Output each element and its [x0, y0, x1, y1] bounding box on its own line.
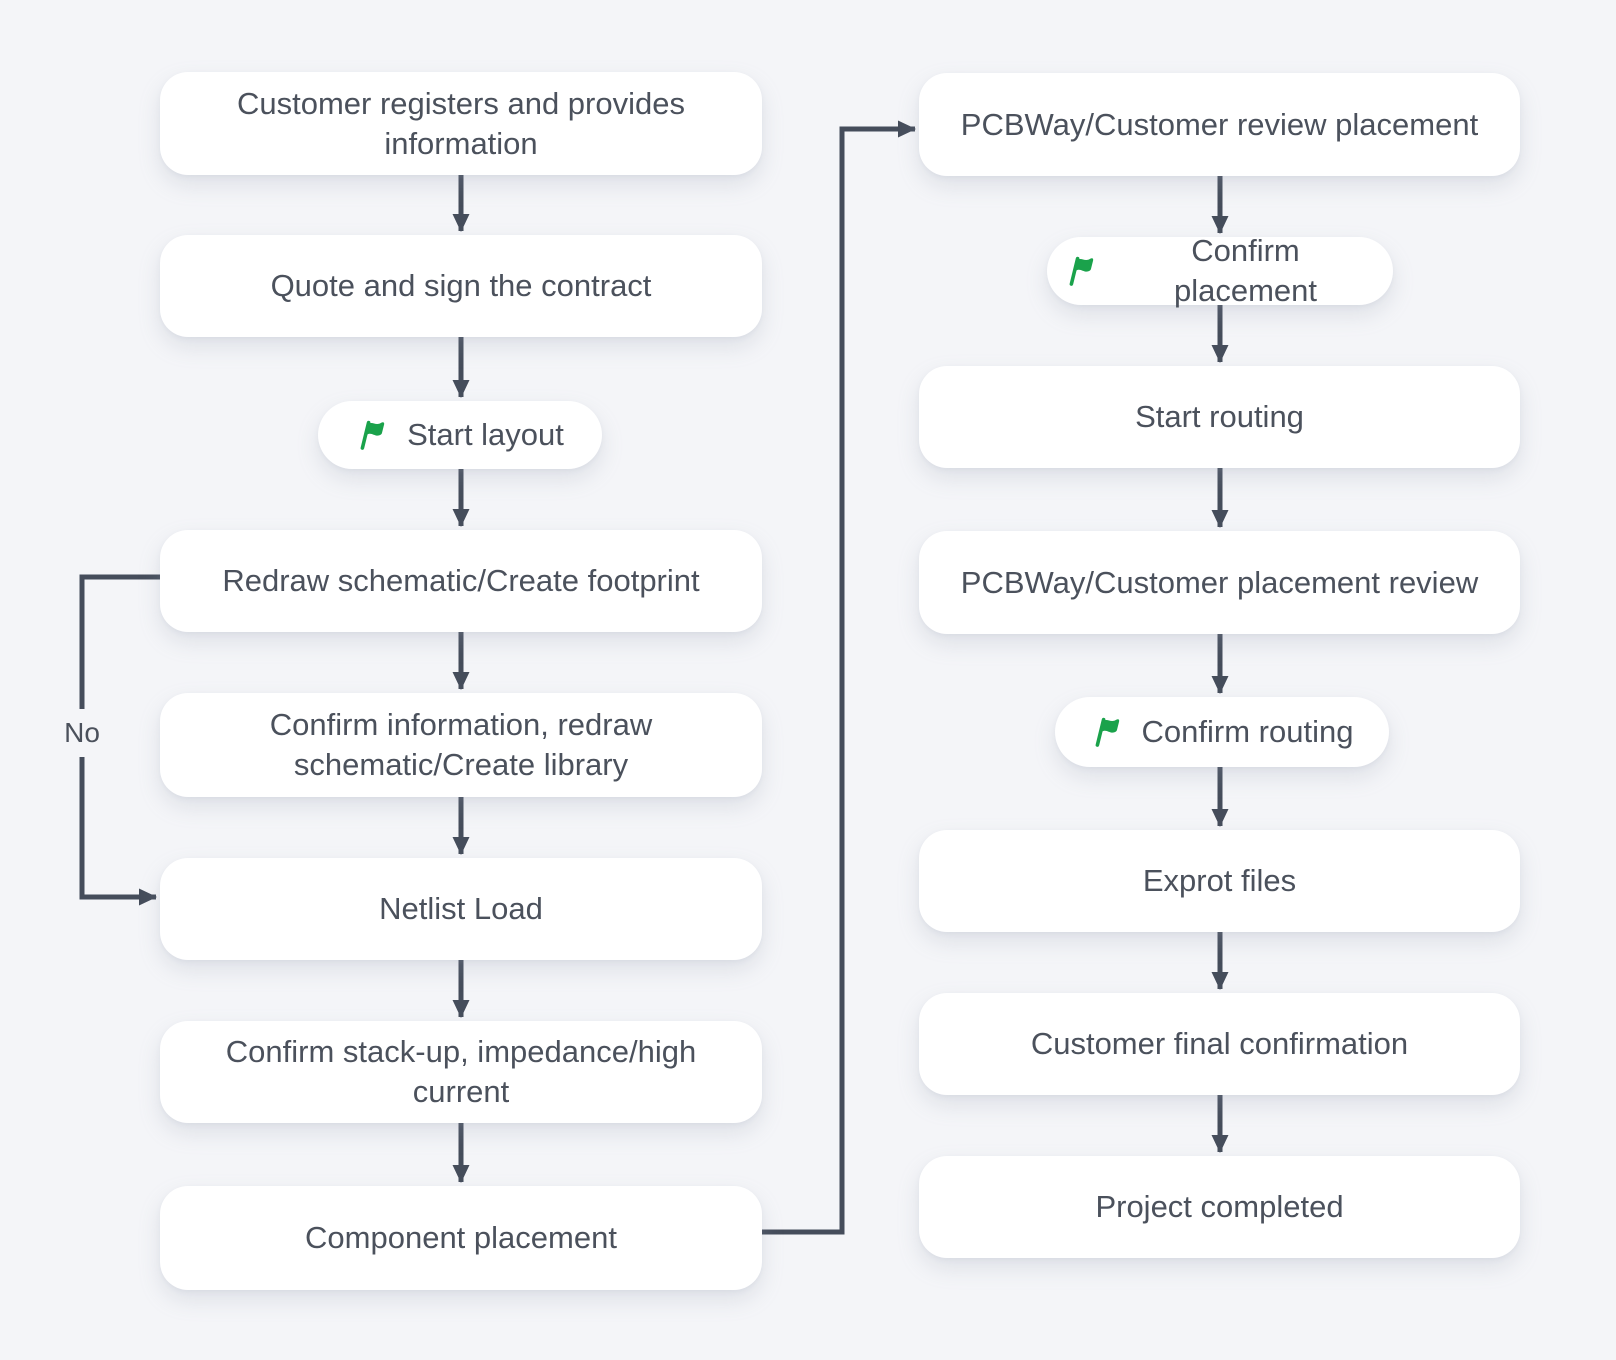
node-customer-final-confirmation: Customer final confirmation — [919, 993, 1520, 1095]
node-label: Project completed — [1095, 1189, 1344, 1225]
milestone-start-layout: Start layout — [318, 401, 602, 469]
milestone-confirm-routing: Confirm routing — [1055, 697, 1389, 767]
node-customer-registers: Customer registers and provides informat… — [160, 72, 762, 175]
node-redraw-schematic-footprint: Redraw schematic/Create footprint — [160, 530, 762, 632]
node-label: Customer registers and provides informat… — [237, 85, 685, 161]
no-branch-label: No — [60, 709, 104, 757]
green-flag-icon — [1065, 253, 1101, 289]
node-netlist-load: Netlist Load — [160, 858, 762, 960]
node-confirm-information-library: Confirm information, redraw schematic/Cr… — [160, 693, 762, 797]
node-label: PCBWay/Customer review placement — [960, 106, 1479, 142]
node-label: Exprot files — [1142, 863, 1297, 899]
node-confirm-stackup-impedance: Confirm stack-up, impedance/high current — [160, 1021, 762, 1123]
node-quote-sign-contract: Quote and sign the contract — [160, 235, 762, 337]
node-placement-review: PCBWay/Customer placement review — [919, 531, 1520, 634]
node-start-routing: Start routing — [919, 366, 1520, 468]
node-label: Confirm placement — [1173, 233, 1318, 308]
node-label: Start routing — [1135, 399, 1304, 435]
node-component-placement: Component placement — [160, 1186, 762, 1290]
node-export-files: Exprot files — [919, 830, 1520, 932]
node-label: Netlist Load — [379, 891, 543, 927]
node-project-completed: Project completed — [919, 1156, 1520, 1258]
milestone-confirm-placement: Confirm placement — [1047, 233, 1393, 308]
node-label: Confirm stack-up, impedance/high current — [225, 1034, 697, 1109]
node-label: Customer final confirmation — [1030, 1026, 1409, 1062]
green-flag-icon — [1091, 714, 1127, 750]
node-label: Component placement — [305, 1220, 617, 1256]
green-flag-icon — [356, 417, 392, 453]
node-label: Redraw schematic/Create footprint — [222, 563, 700, 599]
node-label: Confirm routing — [1141, 714, 1354, 750]
node-label: Quote and sign the contract — [270, 268, 652, 304]
node-label: Start layout — [407, 417, 564, 453]
node-label: Confirm information, redraw schematic/Cr… — [269, 707, 653, 782]
edge-column-bridge — [762, 120, 916, 1235]
node-label: PCBWay/Customer placement review — [960, 564, 1479, 600]
node-review-placement: PCBWay/Customer review placement — [919, 73, 1520, 176]
